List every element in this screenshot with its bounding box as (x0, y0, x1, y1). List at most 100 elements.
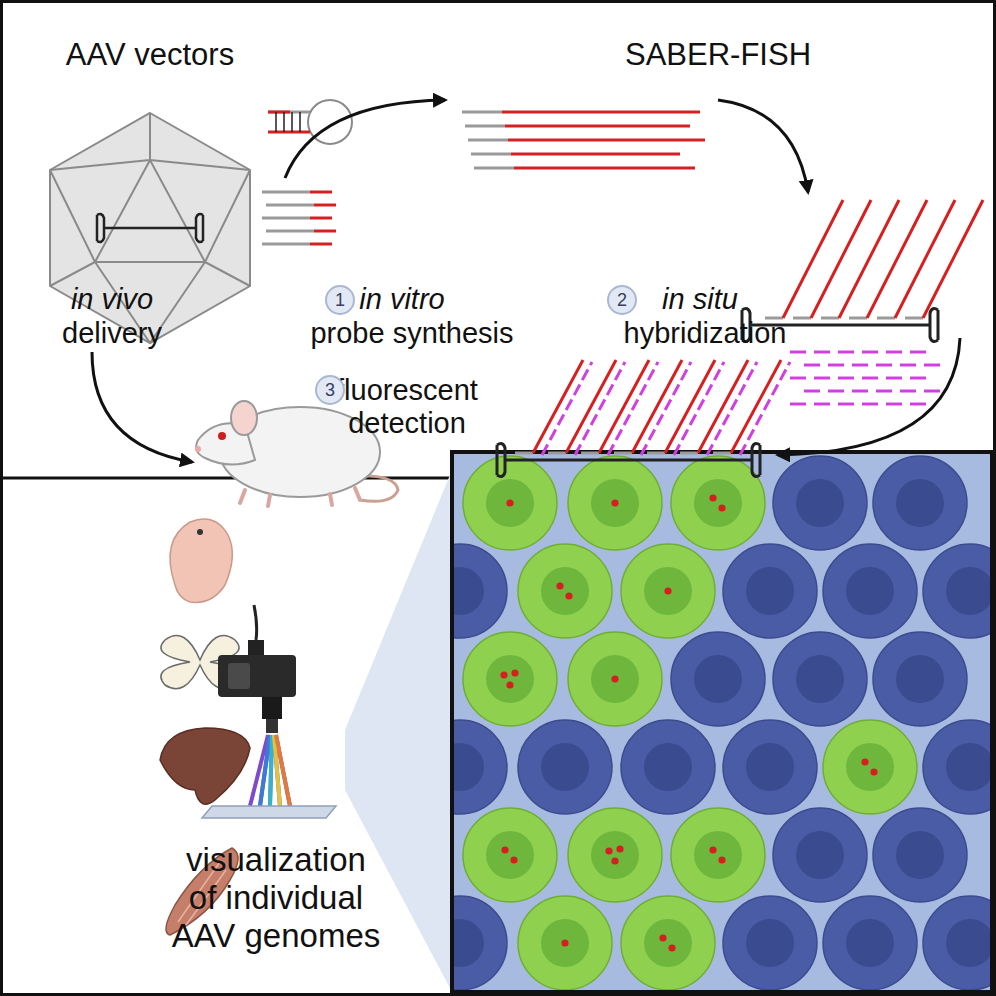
text-label: in vitro (359, 283, 444, 316)
mouse-pup (170, 519, 232, 602)
imager-oligo (804, 390, 820, 393)
probe-handle (471, 153, 511, 156)
cell-nucleus (486, 479, 534, 527)
untransduced-cell (452, 896, 507, 990)
transduced-cell (621, 544, 715, 638)
text-label: probe synthesis (310, 317, 513, 350)
aav-genome-dot (506, 499, 513, 506)
cell-nucleus (896, 831, 944, 879)
aav-genome-dot (561, 939, 568, 946)
step-number: 3 (315, 375, 345, 405)
primer-seed (310, 243, 332, 246)
microscope (202, 605, 336, 818)
probe-concatemer (665, 360, 715, 453)
primer-seed (314, 204, 336, 207)
cell-nucleus (591, 479, 639, 527)
probe-concatemer (505, 125, 690, 128)
imager-oligo (828, 390, 844, 393)
imager-oligo (876, 364, 892, 367)
untransduced-cell (923, 896, 992, 990)
untransduced-cell (518, 720, 612, 814)
imager-strands (674, 362, 724, 455)
aav-genome-dot (718, 504, 725, 511)
probe-handle (548, 452, 566, 455)
tissue-background (452, 452, 992, 992)
probe-concatemer (566, 360, 616, 453)
step-number-text: 2 (617, 290, 627, 311)
aav-genome-dot (501, 846, 508, 853)
probe-concatemer (867, 200, 927, 318)
cell-nucleus (644, 567, 692, 615)
probe-concatemer (533, 360, 583, 453)
imager-oligo (886, 403, 902, 406)
imager-oligo (910, 377, 926, 380)
capsid-edges (50, 113, 250, 343)
imager-oligo (814, 351, 830, 354)
step-number-text: 3 (325, 380, 335, 401)
probe-concatemer (923, 200, 983, 318)
cell-nucleus (644, 919, 692, 967)
probe-concatemer (811, 200, 871, 318)
transduced-cell (568, 632, 662, 726)
imager-oligo (886, 377, 902, 380)
primer-seed (314, 230, 336, 233)
imager-strands (575, 362, 625, 455)
imager-oligo (790, 351, 806, 354)
untransduced-cell (773, 808, 867, 902)
untransduced-cell (873, 632, 967, 726)
liver (160, 728, 250, 804)
untransduced-cell (823, 896, 917, 990)
cell-nucleus (694, 831, 742, 879)
aav-genome-dot (664, 587, 671, 594)
untransduced-cell (452, 544, 507, 638)
probe-handle (515, 452, 533, 455)
imager-oligo (862, 351, 878, 354)
pup-eye (197, 529, 203, 535)
cell-field-frame (452, 452, 992, 992)
imager-oligo (852, 364, 868, 367)
imager-oligo (790, 403, 806, 406)
step-number-text: 1 (335, 290, 345, 311)
cell-nucleus (946, 567, 992, 615)
aav-genome-dot (659, 934, 666, 941)
imager-oligo (910, 403, 926, 406)
light-beam (250, 735, 290, 806)
text-label: AAV vectors (66, 37, 234, 73)
aav-genome-dot (718, 856, 725, 863)
untransduced-cell (452, 720, 507, 814)
probe-concatemer (698, 360, 748, 453)
transduced-cell (518, 896, 612, 990)
imager-oligo (852, 390, 868, 393)
probe-handle (614, 452, 632, 455)
cell-nucleus (746, 919, 794, 967)
aav-genome-dot (616, 845, 623, 852)
step-arrow (778, 338, 960, 455)
untransduced-cell (723, 720, 817, 814)
cell-nucleus (541, 567, 589, 615)
primer-handle (266, 230, 314, 233)
aav-genome-dot (565, 592, 572, 599)
aav-genome-dot (861, 758, 868, 765)
probe-handle (581, 452, 599, 455)
step-arrow (285, 100, 445, 178)
untransduced-cell (823, 544, 917, 638)
cell-nucleus (541, 919, 589, 967)
transduced-cell (671, 808, 765, 902)
aav-genome-dot (870, 768, 877, 775)
imager-oligo (838, 351, 854, 354)
cell-nucleus (846, 919, 894, 967)
hairpin-bonds (276, 112, 300, 132)
text-label: fluorescent detection (322, 374, 492, 441)
aav-genome-dot (668, 944, 675, 951)
probe-concatemer (599, 360, 649, 453)
probe-concatemer (895, 200, 955, 318)
cell-nucleus (694, 479, 742, 527)
microscope-cable (254, 605, 257, 640)
transduced-cell (568, 456, 662, 550)
aav-genome-dot (510, 856, 517, 863)
imager-oligo (886, 351, 902, 354)
imager-oligo (790, 377, 806, 380)
